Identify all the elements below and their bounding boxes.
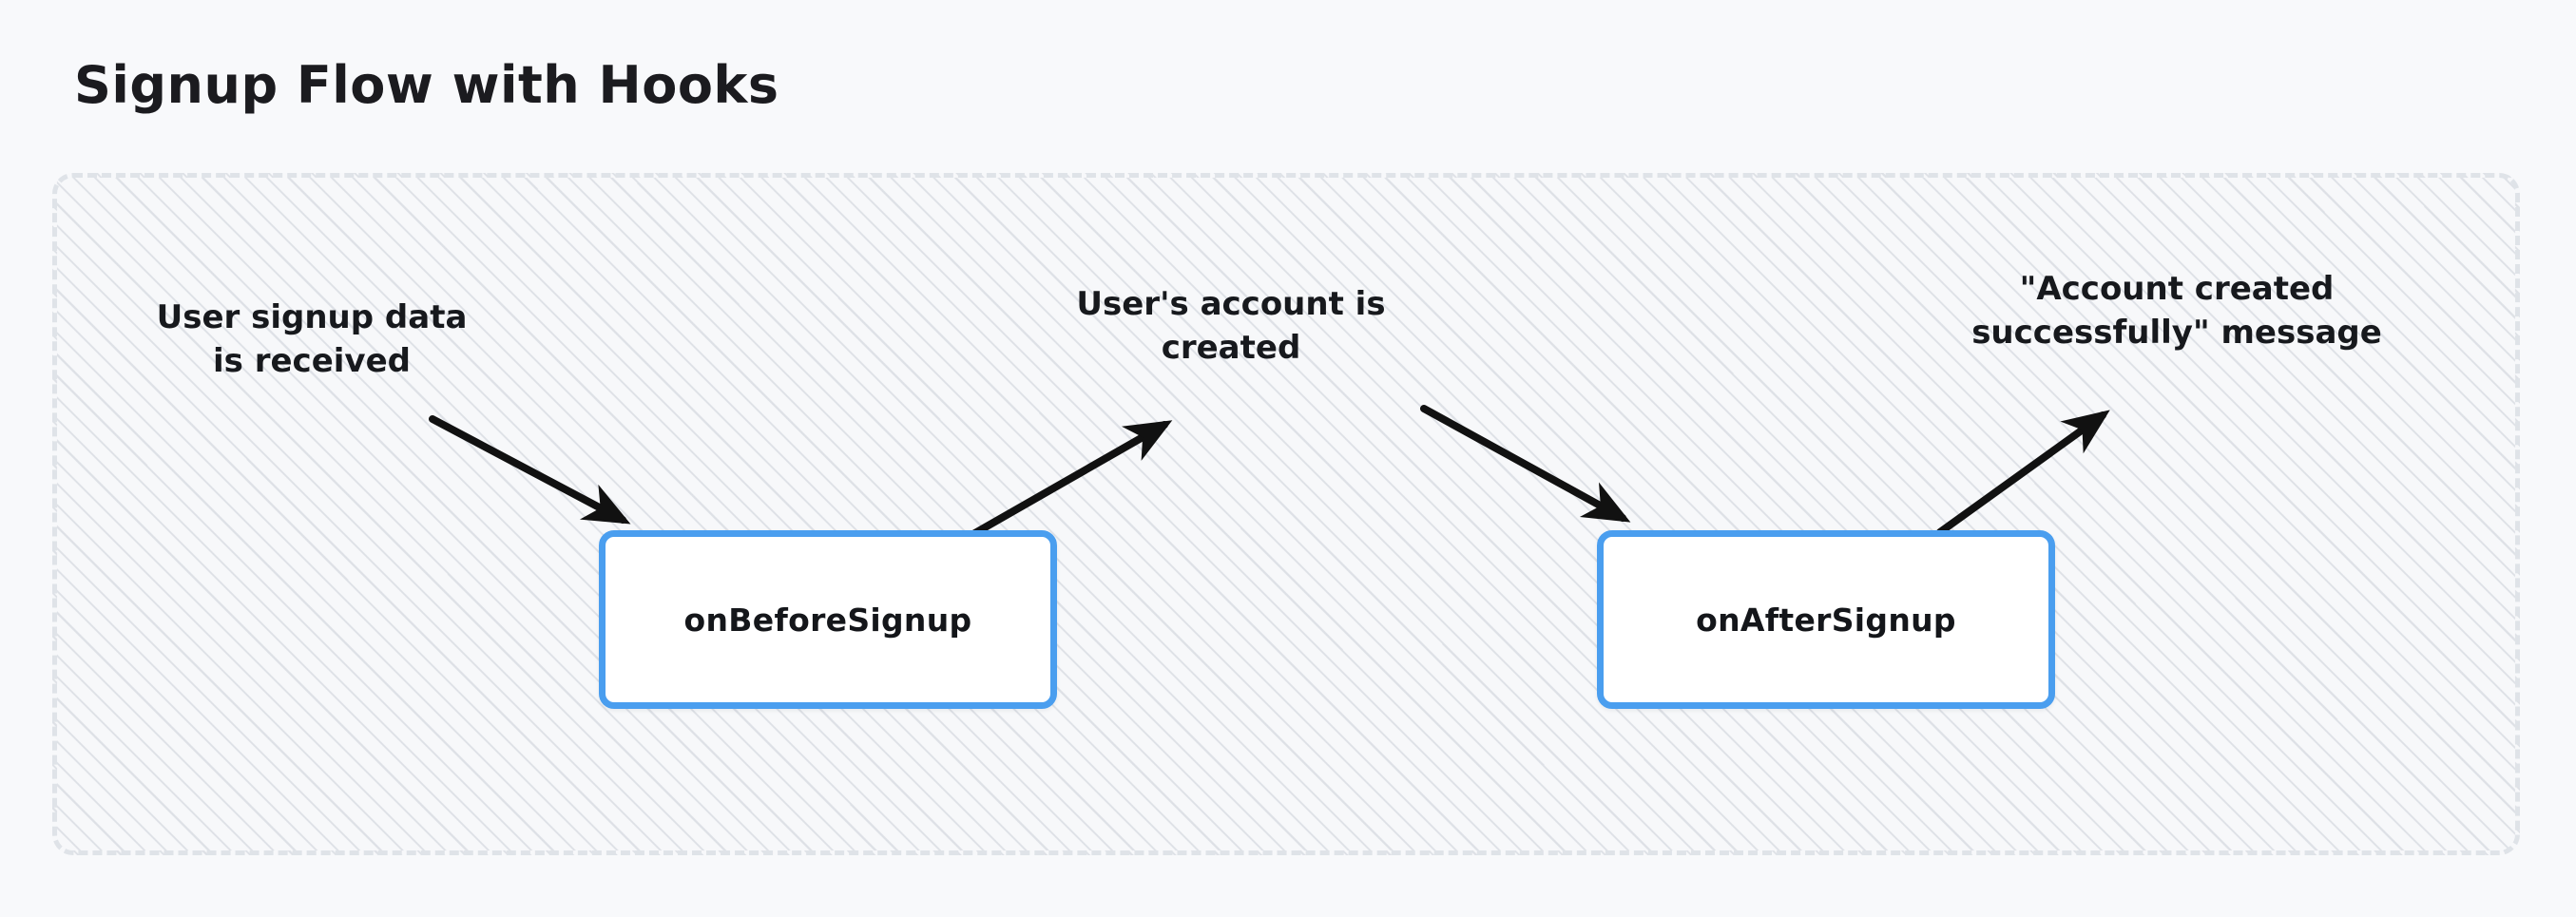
annotation-user-signup-data: User signup data is received <box>156 298 468 380</box>
node-on-after-signup-label: onAfterSignup <box>1696 601 1956 639</box>
node-on-before-signup-label: onBeforeSignup <box>683 601 972 639</box>
annotation-success-message: "Account created successfully" message <box>1971 270 2382 352</box>
annotation-account-created: User's account is created <box>1076 285 1386 367</box>
page-title: Signup Flow with Hooks <box>74 55 779 115</box>
node-on-after-signup[interactable]: onAfterSignup <box>1597 530 2055 709</box>
diagram-canvas <box>52 173 2520 855</box>
node-on-before-signup[interactable]: onBeforeSignup <box>599 530 1057 709</box>
